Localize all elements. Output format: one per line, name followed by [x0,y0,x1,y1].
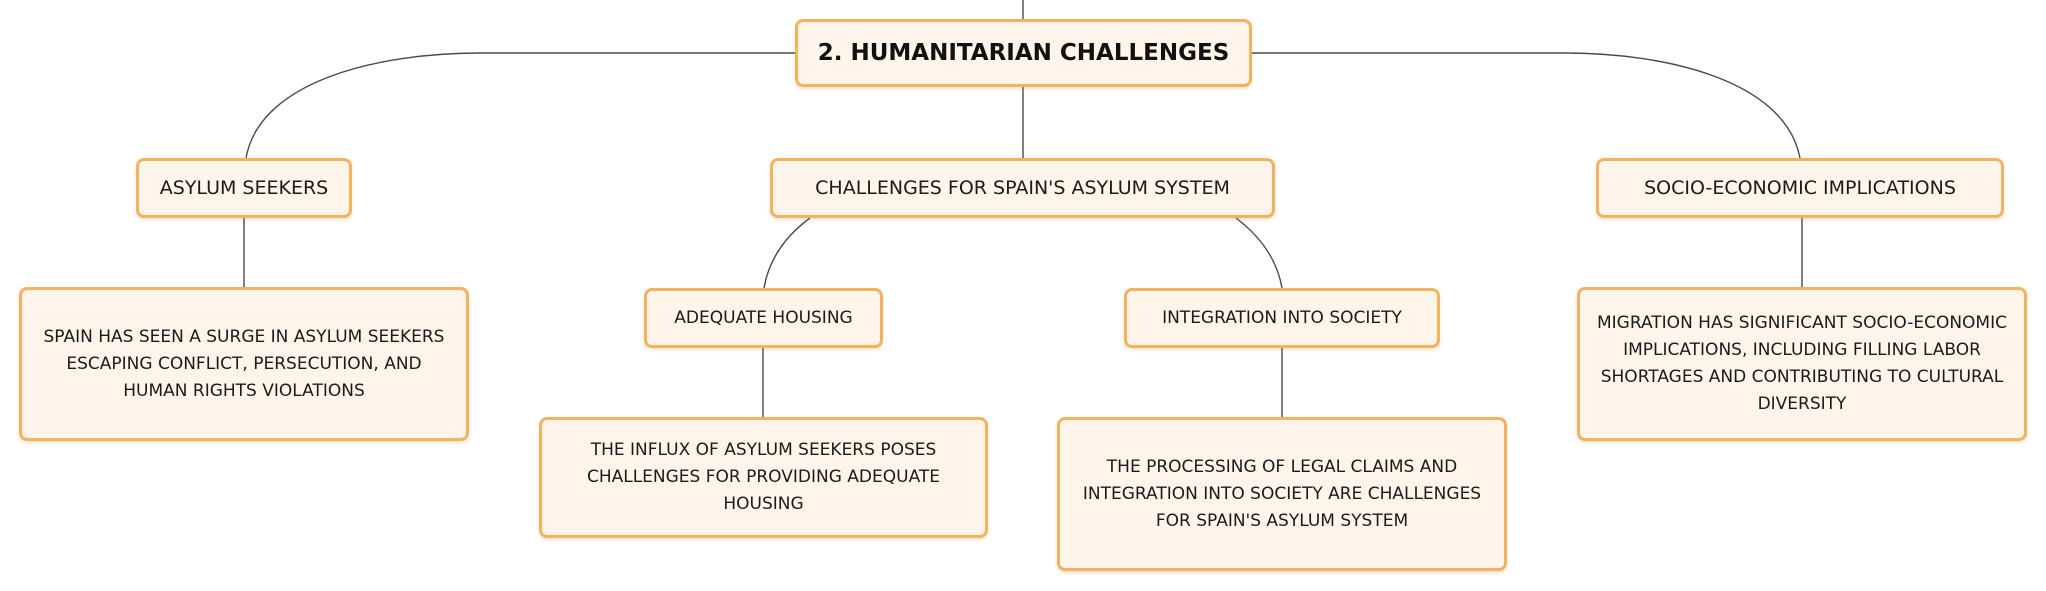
detail-adequate-housing-text: THE INFLUX OF ASYLUM SEEKERS POSES CHALL… [586,440,941,514]
node-adequate-housing[interactable]: ADEQUATE HOUSING [644,288,883,348]
detail-node-socio-economic-implications[interactable]: MIGRATION HAS SIGNIFICANT SOCIO-ECONOMIC… [1577,287,2027,441]
root-node-humanitarian-challenges[interactable]: 2. HUMANITARIAN CHALLENGES [795,19,1252,87]
connector-root-to-socio-economic [1252,52,1801,159]
node-integration-into-society-label: INTEGRATION INTO SOCIETY [1162,308,1402,328]
node-asylum-system-challenges-label: CHALLENGES FOR SPAIN'S ASYLUM SYSTEM [815,177,1230,199]
detail-socio-economic-implications-text: MIGRATION HAS SIGNIFICANT SOCIO-ECONOMIC… [1597,313,2007,414]
connector-asylum-system-to-housing [763,217,811,289]
detail-node-integration-into-society[interactable]: THE PROCESSING OF LEGAL CLAIMS AND INTEG… [1057,417,1507,571]
node-adequate-housing-label: ADEQUATE HOUSING [674,308,853,328]
detail-node-asylum-seekers[interactable]: SPAIN HAS SEEN A SURGE IN ASYLUM SEEKERS… [19,287,469,441]
node-socio-economic-implications[interactable]: SOCIO-ECONOMIC IMPLICATIONS [1596,158,2004,218]
connector-asylum-system-to-integration [1235,217,1283,289]
node-asylum-seekers-label: ASYLUM SEEKERS [159,177,329,199]
detail-integration-into-society-text: THE PROCESSING OF LEGAL CLAIMS AND INTEG… [1082,456,1482,531]
node-asylum-system-challenges[interactable]: CHALLENGES FOR SPAIN'S ASYLUM SYSTEM [770,158,1275,218]
root-node-label: 2. HUMANITARIAN CHALLENGES [817,40,1230,66]
node-socio-economic-implications-label: SOCIO-ECONOMIC IMPLICATIONS [1644,177,1956,199]
node-integration-into-society[interactable]: INTEGRATION INTO SOCIETY [1124,288,1440,348]
node-asylum-seekers[interactable]: ASYLUM SEEKERS [136,158,352,218]
detail-node-adequate-housing[interactable]: THE INFLUX OF ASYLUM SEEKERS POSES CHALL… [539,417,988,538]
detail-asylum-seekers-text: SPAIN HAS SEEN A SURGE IN ASYLUM SEEKERS… [43,326,445,401]
connector-root-to-asylum-seekers [245,52,795,159]
